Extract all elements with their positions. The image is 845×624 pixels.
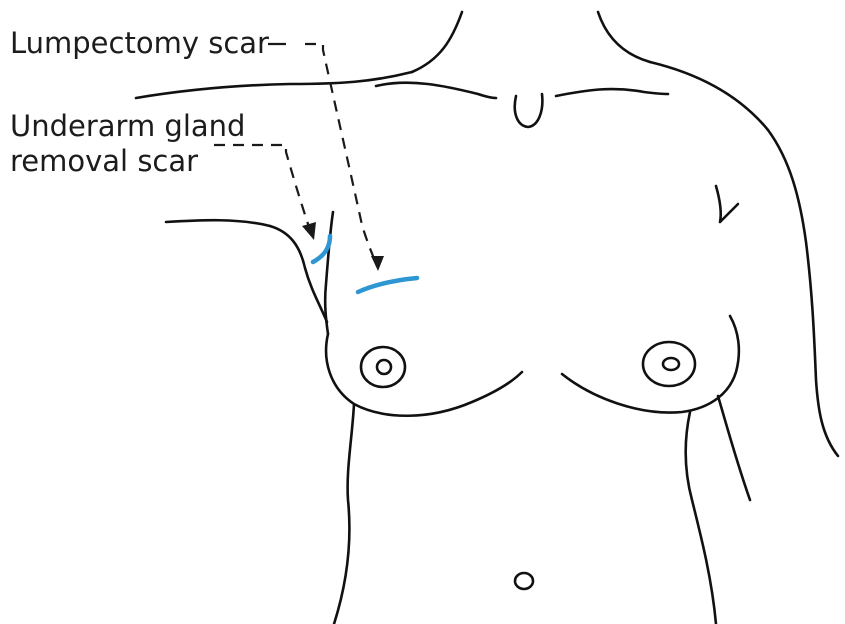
label-leader-dashes <box>0 0 845 624</box>
diagram: Lumpectomy scar Underarm gland removal s… <box>0 0 845 624</box>
